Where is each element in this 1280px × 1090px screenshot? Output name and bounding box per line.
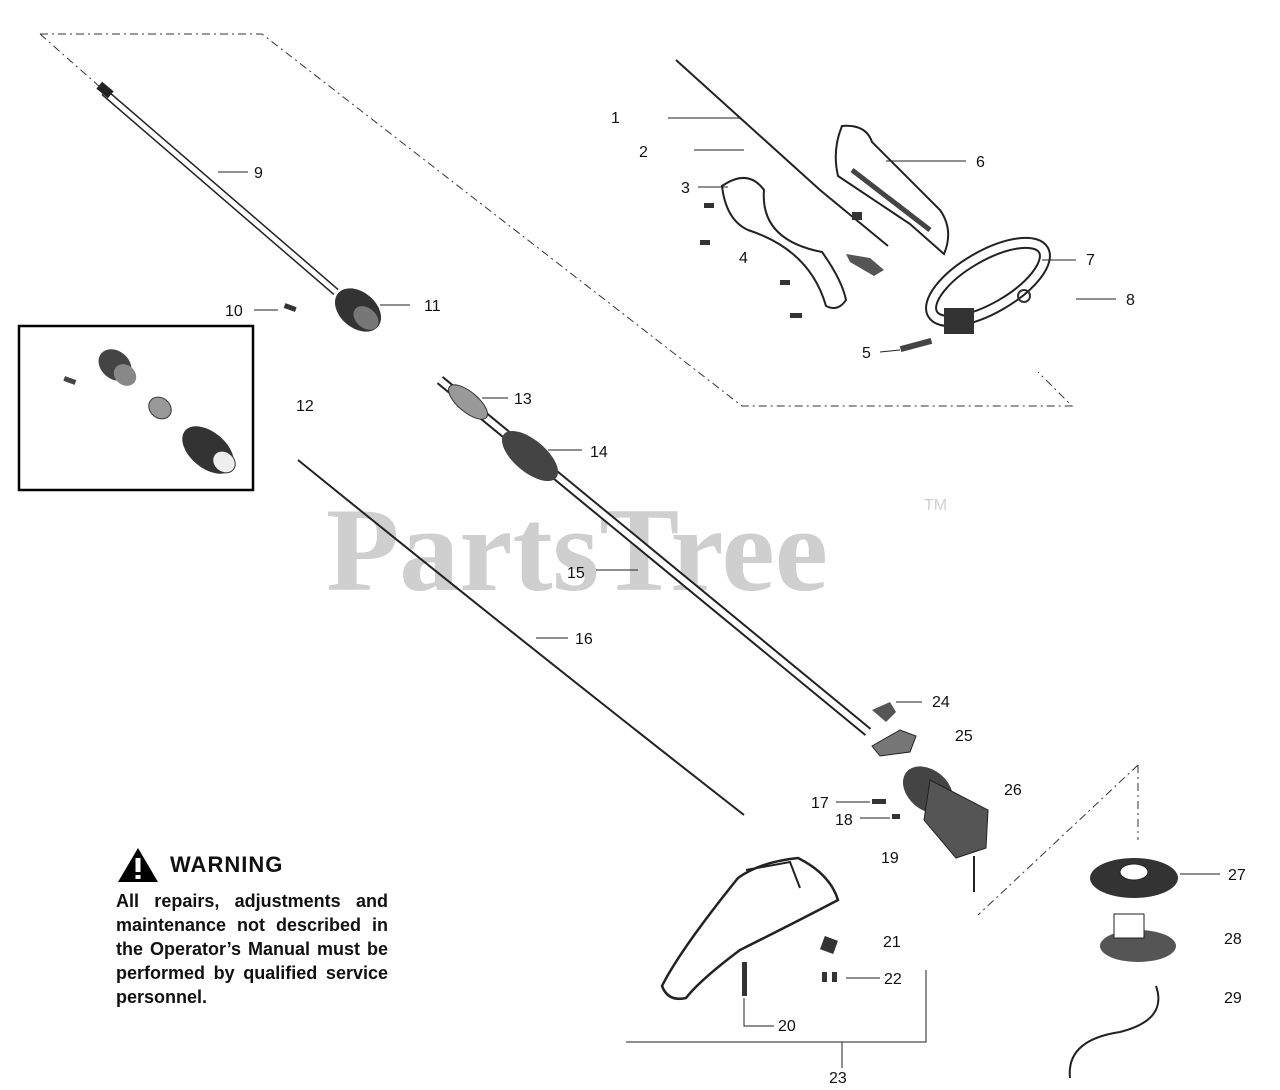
assembly-outline bbox=[39, 33, 1139, 916]
watermark-tm: TM bbox=[924, 497, 947, 514]
part-label: 13 bbox=[514, 391, 532, 408]
warning-header: WARNING bbox=[116, 846, 283, 884]
part-26-gear-head bbox=[902, 766, 989, 892]
part-label: 28 bbox=[1224, 931, 1242, 948]
part-17-screw bbox=[872, 799, 886, 804]
part-20-bolt bbox=[742, 962, 747, 996]
part-label: 17 bbox=[811, 795, 829, 812]
part-9-upper-shaft bbox=[96, 81, 339, 296]
warning-text: All repairs, adjustments and maintenance… bbox=[116, 891, 388, 1007]
part-11-coupler bbox=[334, 288, 382, 332]
part-24-wing-knob bbox=[872, 702, 896, 722]
part-1-throttle-cable bbox=[675, 59, 889, 247]
leader-lines bbox=[218, 117, 1220, 1068]
part-6-handle-half bbox=[834, 124, 950, 256]
part-4-screws bbox=[700, 203, 802, 318]
watermark: PartsTree bbox=[326, 483, 828, 616]
part-label: 15 bbox=[567, 565, 585, 582]
part-label: 16 bbox=[575, 631, 593, 648]
part-29-trimmer-line bbox=[1068, 985, 1160, 1079]
part-label: 5 bbox=[862, 345, 871, 362]
part-label: 3 bbox=[681, 180, 690, 197]
part-label: 27 bbox=[1228, 867, 1246, 884]
part-13-shaft-end bbox=[448, 384, 488, 420]
part-label: 12 bbox=[296, 398, 314, 415]
part-label: 11 bbox=[424, 298, 441, 315]
part-label: 2 bbox=[639, 144, 648, 161]
part-label: 29 bbox=[1224, 990, 1242, 1007]
part-label: 19 bbox=[881, 850, 899, 867]
part-label: 23 bbox=[829, 1070, 847, 1087]
part-label: 4 bbox=[739, 250, 748, 267]
part-label: 25 bbox=[955, 728, 973, 745]
warning-title: WARNING bbox=[170, 852, 284, 877]
part-label: 21 bbox=[883, 934, 901, 951]
part-label: 6 bbox=[976, 154, 985, 171]
part-label: 1 bbox=[611, 110, 620, 127]
part-28-spool bbox=[1100, 913, 1176, 962]
part-27-spool-cover bbox=[1090, 858, 1178, 898]
part-label: 9 bbox=[254, 165, 263, 182]
part-18-screw bbox=[892, 814, 900, 819]
part-7-loop-handle bbox=[925, 236, 1051, 334]
part-label: 10 bbox=[225, 303, 243, 320]
part-8-nut bbox=[1017, 289, 1031, 303]
part-25-bracket bbox=[871, 729, 917, 757]
part-label: 18 bbox=[835, 812, 853, 829]
part-label: 20 bbox=[778, 1018, 796, 1035]
part-label: 24 bbox=[932, 694, 950, 711]
part-label: 26 bbox=[1004, 782, 1022, 799]
part-label: 22 bbox=[884, 971, 902, 988]
part-label: 7 bbox=[1086, 252, 1095, 269]
part-3-handle-half bbox=[720, 177, 848, 309]
warning-triangle-icon bbox=[118, 848, 158, 882]
part-22-screws bbox=[820, 936, 838, 982]
part-14-grip bbox=[501, 430, 559, 482]
part-label: 8 bbox=[1126, 292, 1135, 309]
part-2-trigger bbox=[846, 254, 884, 276]
part-10-screw bbox=[283, 303, 297, 312]
part-12-kit-box bbox=[17, 324, 255, 492]
part-label: 14 bbox=[590, 444, 608, 461]
part-12-kit bbox=[63, 349, 236, 474]
part-21-guard bbox=[660, 856, 840, 1000]
part-16-drive-cable bbox=[297, 459, 745, 816]
part-labels: 1 2 3 4 5 6 7 8 9 10 11 12 13 14 15 16 1… bbox=[225, 110, 1246, 1087]
part-5-bolt bbox=[899, 337, 933, 353]
